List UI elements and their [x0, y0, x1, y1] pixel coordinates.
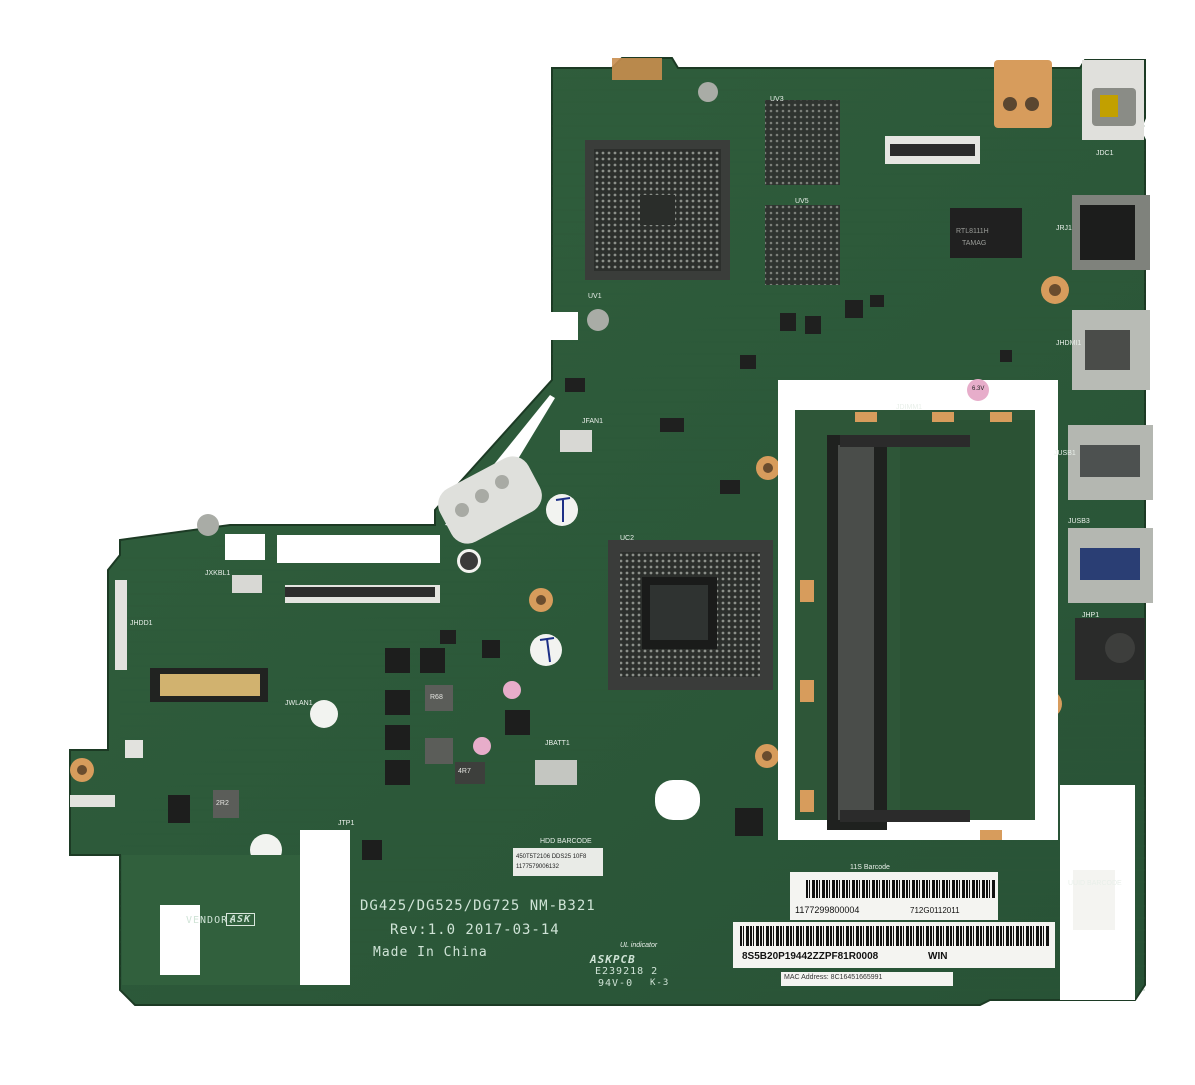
inductor-text-2: 4R7 [458, 768, 471, 775]
marking-uv3: UV3 [770, 96, 784, 103]
marking-kbl: JXKBL1 [205, 570, 231, 577]
ul-maker: ASKPCB [590, 953, 636, 966]
marking-uc2: UC2 [620, 535, 635, 542]
marking-uv5: UV5 [795, 198, 809, 205]
marking-rj: JRJ1 [1056, 225, 1072, 232]
marking-batt: JBATT1 [545, 740, 570, 747]
ul-code: E239218 2 [595, 966, 659, 977]
marking-fan: JFAN1 [582, 418, 604, 425]
marking-uv1: UV1 [588, 293, 602, 300]
uid-title: 11S Barcode [850, 864, 890, 871]
mac-label [781, 972, 953, 986]
marking-hdd: JHDD1 [130, 620, 153, 627]
cap-text-2: 2R2 [216, 800, 229, 807]
hdd-barcode-label [513, 848, 603, 876]
board-model: DG425/DG525/DG725 NM-B321 [360, 898, 596, 914]
hdd-line1: 1177579006132 [516, 864, 559, 870]
serial-number: 8S5B20P19442ZZPF81R0008 [742, 951, 879, 962]
board-revision: Rev:1.0 2017-03-14 [390, 922, 560, 938]
ul-rating: 94V-0 [598, 978, 634, 989]
inductor-text-1: R68 [430, 694, 443, 701]
hdmi-chip-text: TAMAG [962, 240, 987, 247]
marking-wlan: JWLAN1 [285, 700, 313, 707]
ul-suffix: K-3 [650, 978, 670, 988]
marking-dc: JDC1 [1096, 150, 1114, 157]
lan-chip-text: RTL8111H [956, 228, 989, 235]
marking-tp: JTP1 [338, 820, 355, 827]
board-origin: Made In China [373, 945, 488, 960]
barcode-uid-number: 1177299800004 [795, 905, 860, 915]
cap-text-1: 6.3V [972, 386, 985, 392]
os-tag: WIN [928, 951, 948, 962]
ul-indicator: UL indicator [620, 942, 658, 949]
barcode-bars-serial [740, 926, 1050, 946]
hdd-line2: 450T5T2106 DDS25 10F8 [516, 854, 587, 860]
marking-dimm: JDIMM1 [896, 404, 923, 411]
marking-hdmi: JHDMI1 [1056, 340, 1082, 347]
vendor-value: ASK [226, 913, 256, 926]
barcode-uid-suffix: 712G0112011 [910, 906, 960, 915]
mac-address: MAC Address: 8C16451665991 [784, 974, 883, 981]
marking-hp: JHP1 [1082, 612, 1100, 619]
barcode-bars-uid [806, 880, 996, 898]
vendor-label: VENDOR: [186, 915, 236, 926]
hdd-barcode-title: HDD BARCODE [540, 838, 592, 845]
marking-usb1: JUSB1 [1054, 450, 1076, 457]
uuid-barcode-title: UUID BARCODE [1068, 880, 1122, 887]
marking-usb3: JUSB3 [1068, 518, 1090, 525]
